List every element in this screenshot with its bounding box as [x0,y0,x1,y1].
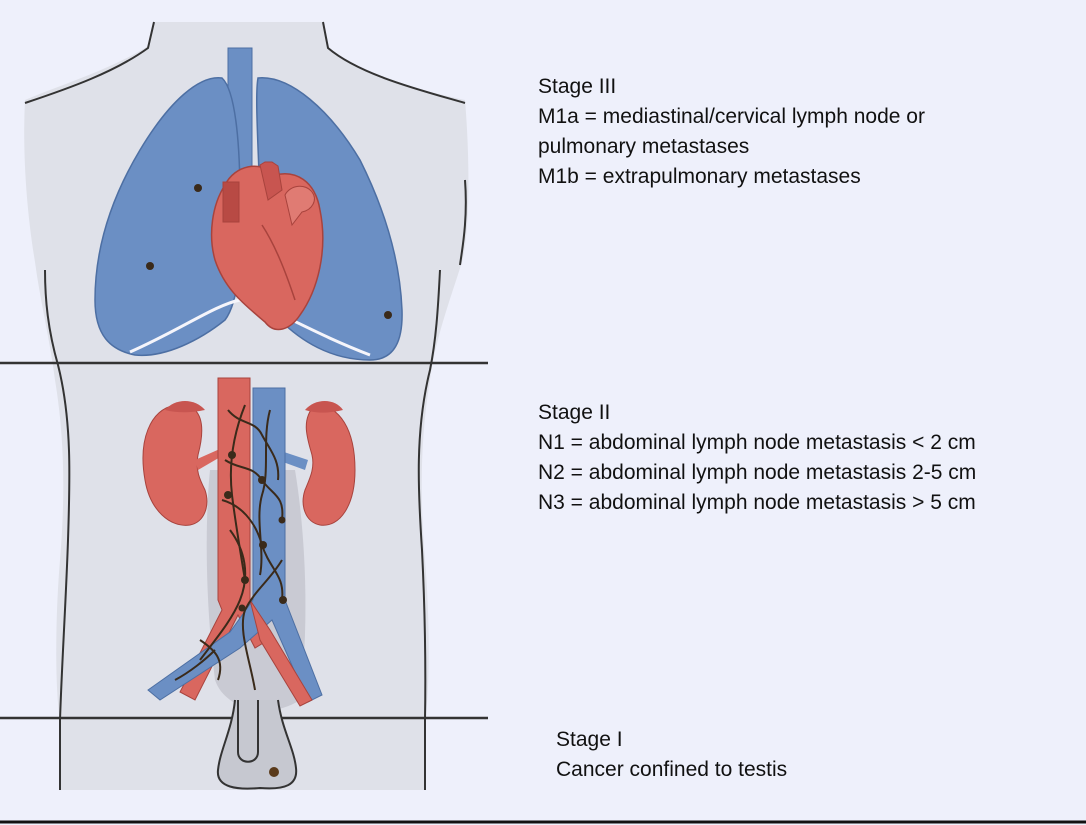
left-renal-vessel [195,448,222,470]
right-body-outline [417,179,467,790]
right-iliac-artery [249,599,313,707]
stage-2-line: N2 = abdominal lymph node metastasis 2-5… [538,461,977,484]
vena-cava [147,387,323,703]
testis-tumor-dot [269,767,279,777]
heart-septum [261,224,296,301]
right-shoulder-outline [322,21,466,104]
right-adrenal [305,401,343,413]
stage-3-line: M1b = extrapulmonary metastases [538,165,861,188]
left-shoulder-outline [24,21,155,104]
stage-1-label-block: Stage I Cancer confined to testis [556,725,787,785]
stage-3-label-block: Stage III M1a = mediastinal/cervical lym… [538,72,925,192]
stage-2-line: N1 = abdominal lymph node metastasis < 2… [538,431,976,454]
left-body-outline [44,269,71,790]
stage-3-line: M1a = mediastinal/cervical lymph node or [538,105,925,128]
stage-2-line: N3 = abdominal lymph node metastasis > 5… [538,491,976,514]
stage-3-line: pulmonary metastases [538,135,750,158]
lung-metastasis-dot [384,311,392,319]
right-kidney [302,404,356,526]
left-adrenal [165,401,205,413]
stage-2-label-block: Stage II N1 = abdominal lymph node metas… [538,398,976,518]
stage-3-title: Stage III [538,75,617,98]
stage-2-title: Stage II [538,401,611,424]
lung-metastasis-dot [194,184,202,192]
heart-vena-cava [222,181,240,223]
lymph-nodes [224,451,287,612]
left-kidney [142,404,208,526]
heart-aorta [259,161,283,201]
stage-1-line: Cancer confined to testis [556,758,788,781]
lung-metastasis-dot [146,262,154,270]
genital-shaft [237,700,259,763]
stage-1-title: Stage I [556,728,623,751]
heart-pulmonary-artery [284,185,315,227]
